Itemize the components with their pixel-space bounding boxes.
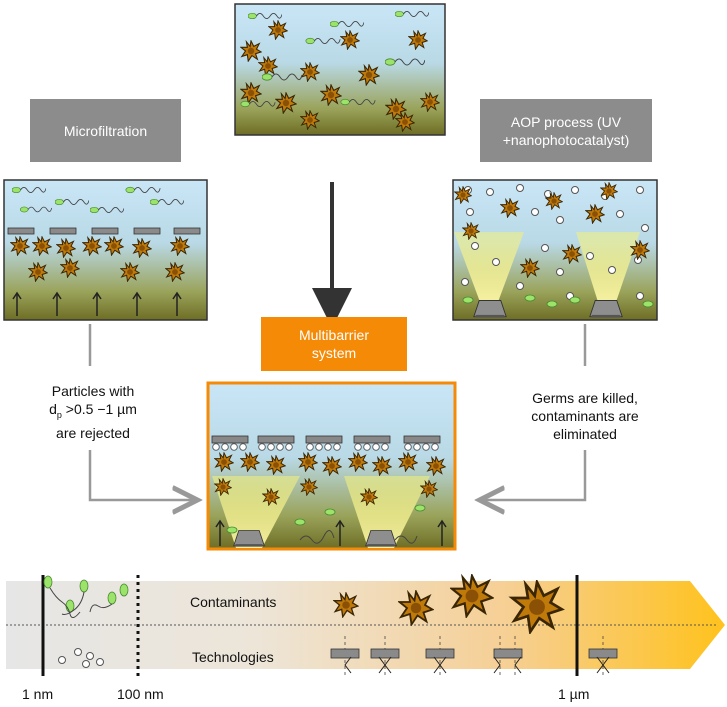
source-water-panel [234, 3, 446, 136]
left-caption-line3: are rejected [56, 424, 130, 441]
size-scale [6, 574, 725, 678]
aop-label: AOP process (UV +nanophotocatalyst) [480, 99, 652, 162]
flow-arrows [88, 324, 587, 500]
aop-text-line2: +nanophotocatalyst) [502, 131, 630, 148]
multibarrier-text-line2: system [311, 345, 357, 361]
left-caption-line2: dp >0.5 −1 µm [18, 400, 168, 424]
dp-threshold: >0.5 −1 µm [61, 401, 137, 417]
right-caption-line3: eliminated [553, 426, 617, 442]
dp-symbol: d [49, 401, 57, 417]
right-caption-line2: contaminants are [531, 408, 639, 424]
aop-panel [452, 179, 658, 321]
multibarrier-panel [206, 381, 457, 551]
tick-1nm-label: 1 nm [22, 686, 54, 702]
technology-size-bars [330, 636, 618, 678]
microfiltration-text: Microfiltration [63, 122, 148, 139]
technologies-row-label: Technologies [192, 649, 274, 665]
left-caption-line1: Particles with [51, 383, 135, 399]
aop-text-line1: AOP process (UV [510, 113, 622, 130]
tick-1um-label: 1 µm [558, 686, 590, 702]
aop-caption: Germs are killed, contaminants are elimi… [505, 389, 665, 443]
multibarrier-label: Multibarrier system [261, 317, 407, 371]
dp-subscript: p [56, 409, 62, 420]
microfiltration-panel [3, 179, 208, 321]
microfiltration-caption: Particles with dp >0.5 −1 µm are rejecte… [18, 382, 168, 442]
multibarrier-text-line1: Multibarrier [298, 327, 369, 343]
right-caption-line1: Germs are killed, [532, 390, 638, 406]
microfiltration-label: Microfiltration [30, 99, 181, 162]
tick-100nm-label: 100 nm [117, 686, 164, 702]
contaminants-row-label: Contaminants [190, 594, 277, 610]
